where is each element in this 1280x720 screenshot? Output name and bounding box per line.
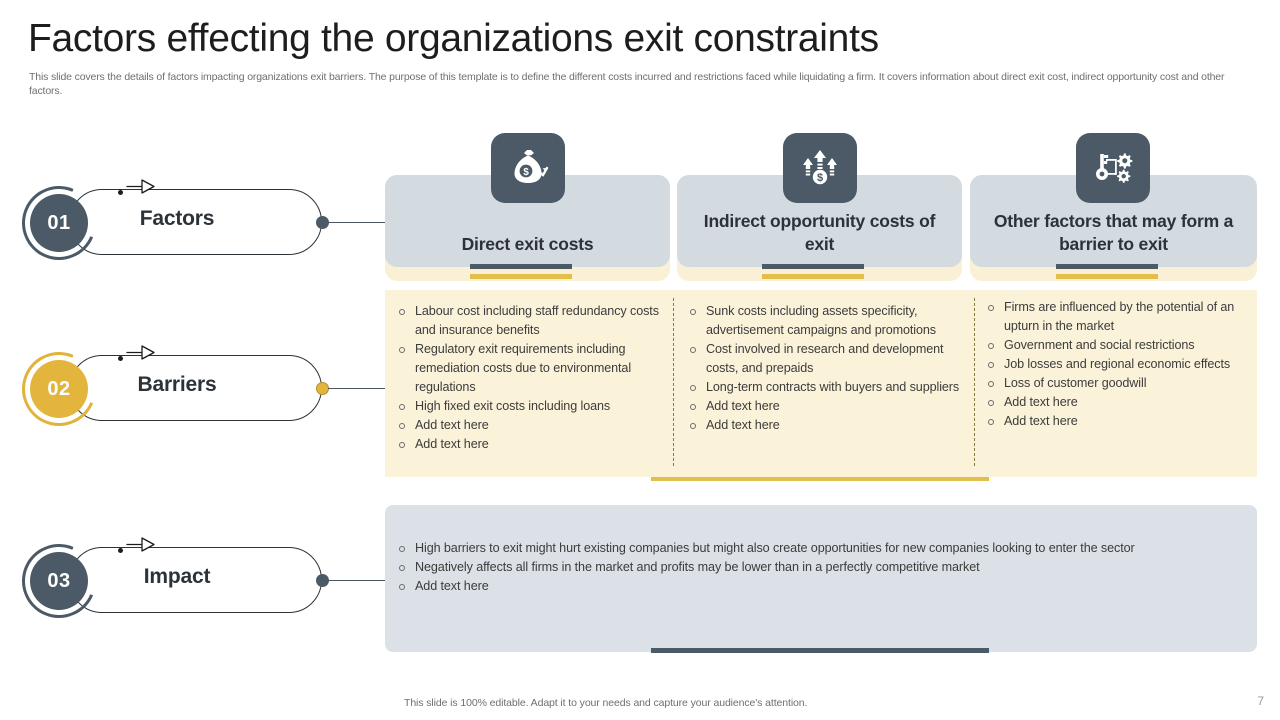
- bullet-column-1: Labour cost including staff redundancy c…: [397, 302, 662, 454]
- list-item: High fixed exit costs including loans: [397, 397, 662, 416]
- list-item: Cost involved in research and developmen…: [688, 340, 963, 378]
- impact-accent-bar: [651, 648, 989, 653]
- rising-arrows-dollar-icon: $: [783, 133, 857, 203]
- list-item: High barriers to exit might hurt existin…: [397, 539, 1241, 558]
- connector-line: [328, 222, 407, 224]
- column-title: Indirect opportunity costs of exit: [703, 211, 936, 254]
- list-item[interactable]: Add text here: [688, 397, 963, 416]
- list-item[interactable]: Add text here: [397, 577, 1241, 596]
- money-bag-growth-icon: $: [491, 133, 565, 203]
- step-pill: [69, 189, 322, 255]
- column-title: Other factors that may form a barrier to…: [993, 211, 1234, 254]
- step-label: Factors: [139, 207, 215, 230]
- list-item: Sunk costs including assets specificity,…: [688, 302, 963, 340]
- arrow-right-icon: [126, 344, 156, 361]
- list-item: Government and social restrictions: [986, 336, 1248, 355]
- list-item: Regulatory exit requirements including r…: [397, 340, 662, 397]
- list-item[interactable]: Add text here: [397, 416, 662, 435]
- bullet-list-2: Sunk costs including assets specificity,…: [688, 302, 963, 435]
- page-title: Factors effecting the organizations exit…: [28, 17, 879, 60]
- step-item-impact[interactable]: Impact 03: [10, 532, 407, 630]
- step-marker-dot: [118, 548, 123, 553]
- arrow-right-icon: [126, 536, 156, 553]
- arrow-right-icon: [126, 178, 156, 195]
- page-number: 7: [1257, 694, 1264, 708]
- bullet-list-1: Labour cost including staff redundancy c…: [397, 302, 662, 454]
- column-title: Direct exit costs: [461, 234, 594, 254]
- step-label: Barriers: [137, 373, 217, 396]
- list-item: Job losses and regional economic effects: [986, 355, 1248, 374]
- bullets-band: Labour cost including staff redundancy c…: [385, 290, 1257, 477]
- connector-line: [328, 580, 407, 582]
- svg-text:$: $: [523, 167, 529, 178]
- connector-line: [328, 388, 407, 390]
- column-divider: [673, 298, 674, 466]
- step-label: Impact: [143, 565, 211, 588]
- step-number-badge: 01: [30, 194, 88, 252]
- column-accent-bar-dark: [470, 264, 572, 269]
- list-item: Negatively affects all firms in the mark…: [397, 558, 1241, 577]
- impact-card[interactable]: High barriers to exit might hurt existin…: [385, 505, 1257, 652]
- page-subtitle: This slide covers the details of factors…: [29, 71, 1225, 97]
- step-pill: [69, 547, 322, 613]
- step-marker-dot: [118, 190, 123, 195]
- list-item[interactable]: Add text here: [986, 412, 1248, 431]
- impact-bullet-list: High barriers to exit might hurt existin…: [397, 539, 1241, 596]
- bullet-column-3: Firms are influenced by the potential of…: [986, 298, 1248, 431]
- column-accent-bar-gold: [762, 274, 864, 279]
- column-divider: [974, 298, 975, 466]
- step-number-badge: 02: [30, 360, 88, 418]
- column-accent-bar-dark: [762, 264, 864, 269]
- step-item-factors[interactable]: Factors 01: [10, 174, 407, 272]
- step-number-badge: 03: [30, 552, 88, 610]
- connector-dot: [316, 216, 329, 229]
- list-item[interactable]: Add text here: [688, 416, 963, 435]
- footer-note: This slide is 100% editable. Adapt it to…: [404, 697, 808, 709]
- bullet-list-3: Firms are influenced by the potential of…: [986, 298, 1248, 431]
- column-accent-bar-dark: [1056, 264, 1158, 269]
- list-item: Labour cost including staff redundancy c…: [397, 302, 662, 340]
- list-item: Loss of customer goodwill: [986, 374, 1248, 393]
- svg-text:$: $: [817, 172, 823, 184]
- connector-dot: [316, 574, 329, 587]
- list-item: Long-term contracts with buyers and supp…: [688, 378, 963, 397]
- list-item[interactable]: Add text here: [986, 393, 1248, 412]
- bullets-band-underline: [651, 477, 989, 481]
- step-marker-dot: [118, 356, 123, 361]
- key-gears-icon: [1076, 133, 1150, 203]
- list-item[interactable]: Add text here: [397, 435, 662, 454]
- bullet-column-2: Sunk costs including assets specificity,…: [688, 302, 963, 435]
- list-item: Firms are influenced by the potential of…: [986, 298, 1248, 336]
- column-accent-bar-gold: [470, 274, 572, 279]
- column-accent-bar-gold: [1056, 274, 1158, 279]
- step-item-barriers[interactable]: Barriers 02: [10, 340, 407, 438]
